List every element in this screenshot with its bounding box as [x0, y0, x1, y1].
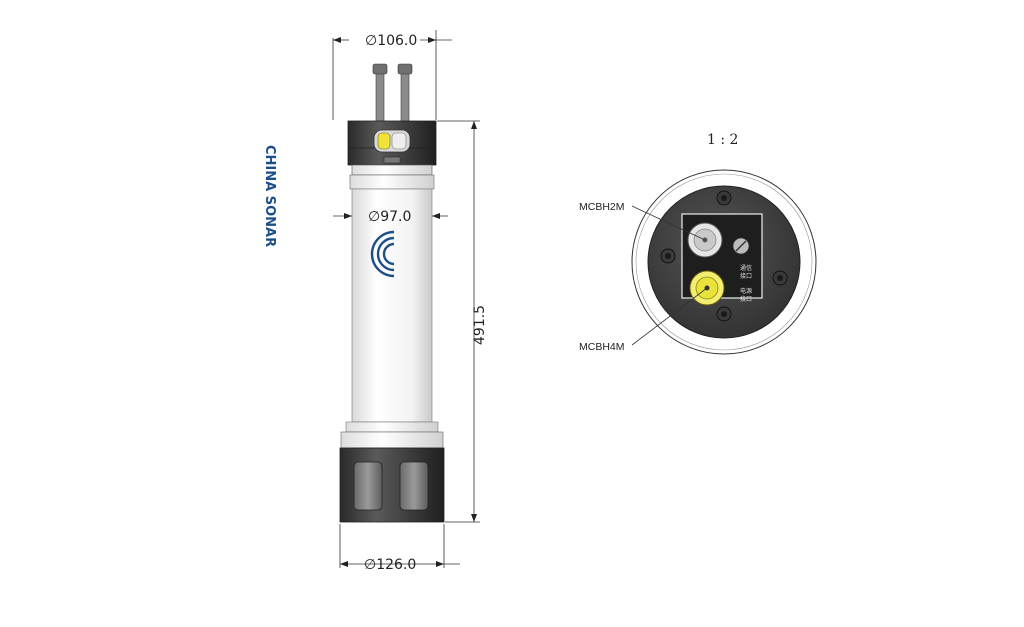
length-label: 491.5 — [472, 305, 488, 345]
upper-connector-label: MCBH2M — [579, 201, 625, 213]
side-view: CHINA SONAR — [262, 63, 445, 523]
panel-labels: 通信 接口 电源 接口 — [740, 264, 752, 303]
top-end-cap — [347, 120, 437, 190]
logo-text: CHINA SONAR — [262, 145, 277, 247]
dimension-bottom: ∅126.0 — [339, 524, 460, 573]
power-label-2: 接口 — [740, 295, 752, 303]
lower-connector-label: MCBH4M — [579, 341, 625, 353]
sonar-wave-icon — [370, 230, 395, 278]
logo: CHINA SONAR — [262, 145, 395, 278]
dimension-length: 491.5 — [437, 120, 488, 523]
cap-window-left — [353, 461, 383, 511]
end-view: 通信 接口 电源 接口 MCBH2M MCBH4M — [579, 169, 817, 355]
mounting-screws — [660, 190, 788, 322]
power-label-1: 电源 — [740, 287, 752, 295]
comm-label-1: 通信 — [740, 264, 752, 272]
comm-label-2: 接口 — [740, 272, 752, 280]
upper-connector — [687, 222, 723, 258]
scale-label: 1 : 2 — [707, 132, 738, 148]
top-diameter-label: ∅106.0 — [365, 33, 417, 49]
dimension-top: ∅106.0 — [332, 30, 452, 120]
vent-plug — [732, 237, 750, 255]
bottom-diameter-label: ∅126.0 — [364, 557, 416, 573]
dimension-middle: ∅97.0 — [333, 209, 448, 225]
cap-window-right — [399, 461, 429, 511]
bottom-end-cap — [339, 421, 445, 523]
middle-diameter-label: ∅97.0 — [368, 209, 411, 225]
connector-pins — [372, 63, 413, 123]
